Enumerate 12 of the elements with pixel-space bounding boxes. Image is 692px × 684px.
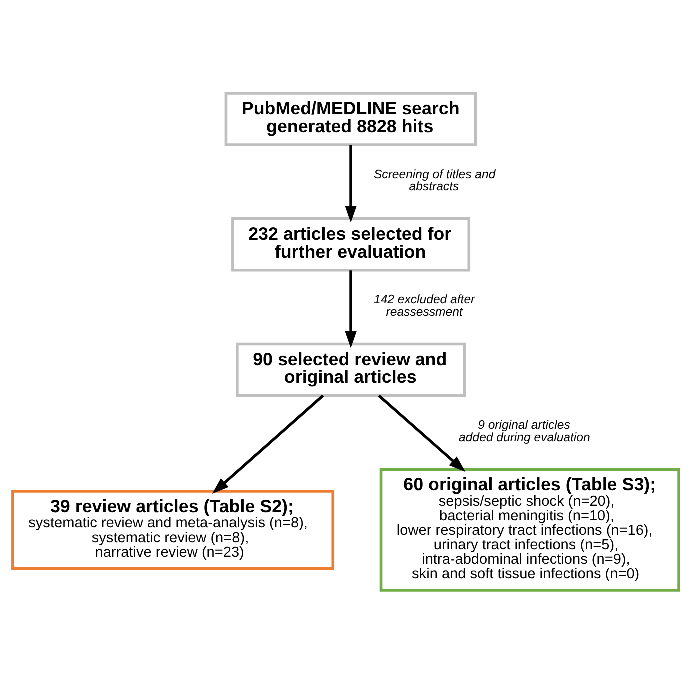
arrow xyxy=(378,394,466,472)
node-box: 90 selected review and original articles xyxy=(236,342,466,398)
node-box: PubMed/MEDLINE search generated 8828 hits xyxy=(224,92,478,146)
node-box: 39 review articles (Table S2); systematic review and meta-analysis (n=8), systematic review (n=8), narrative review (n=23) xyxy=(12,490,335,570)
arrow xyxy=(345,270,357,348)
edge-label: 142 excluded after reassessment xyxy=(374,292,476,320)
arrow xyxy=(345,145,357,223)
arrow xyxy=(212,394,324,494)
node-box: 60 original articles (Table S3); sepsis/septic shock (n=20), bacterial meningitis (n=10), lower respiratory tract infections (n=16), urinary tract infections (n=5), intra-abdominal infections (n=9), skin and soft tissue infections (n=0) xyxy=(380,468,680,592)
node-box: 232 articles selected for further evaluation xyxy=(232,217,471,272)
edge-label: 9 original articles added during evaluation xyxy=(459,418,590,444)
edge-label: Screening of titles and abstracts xyxy=(374,167,496,194)
